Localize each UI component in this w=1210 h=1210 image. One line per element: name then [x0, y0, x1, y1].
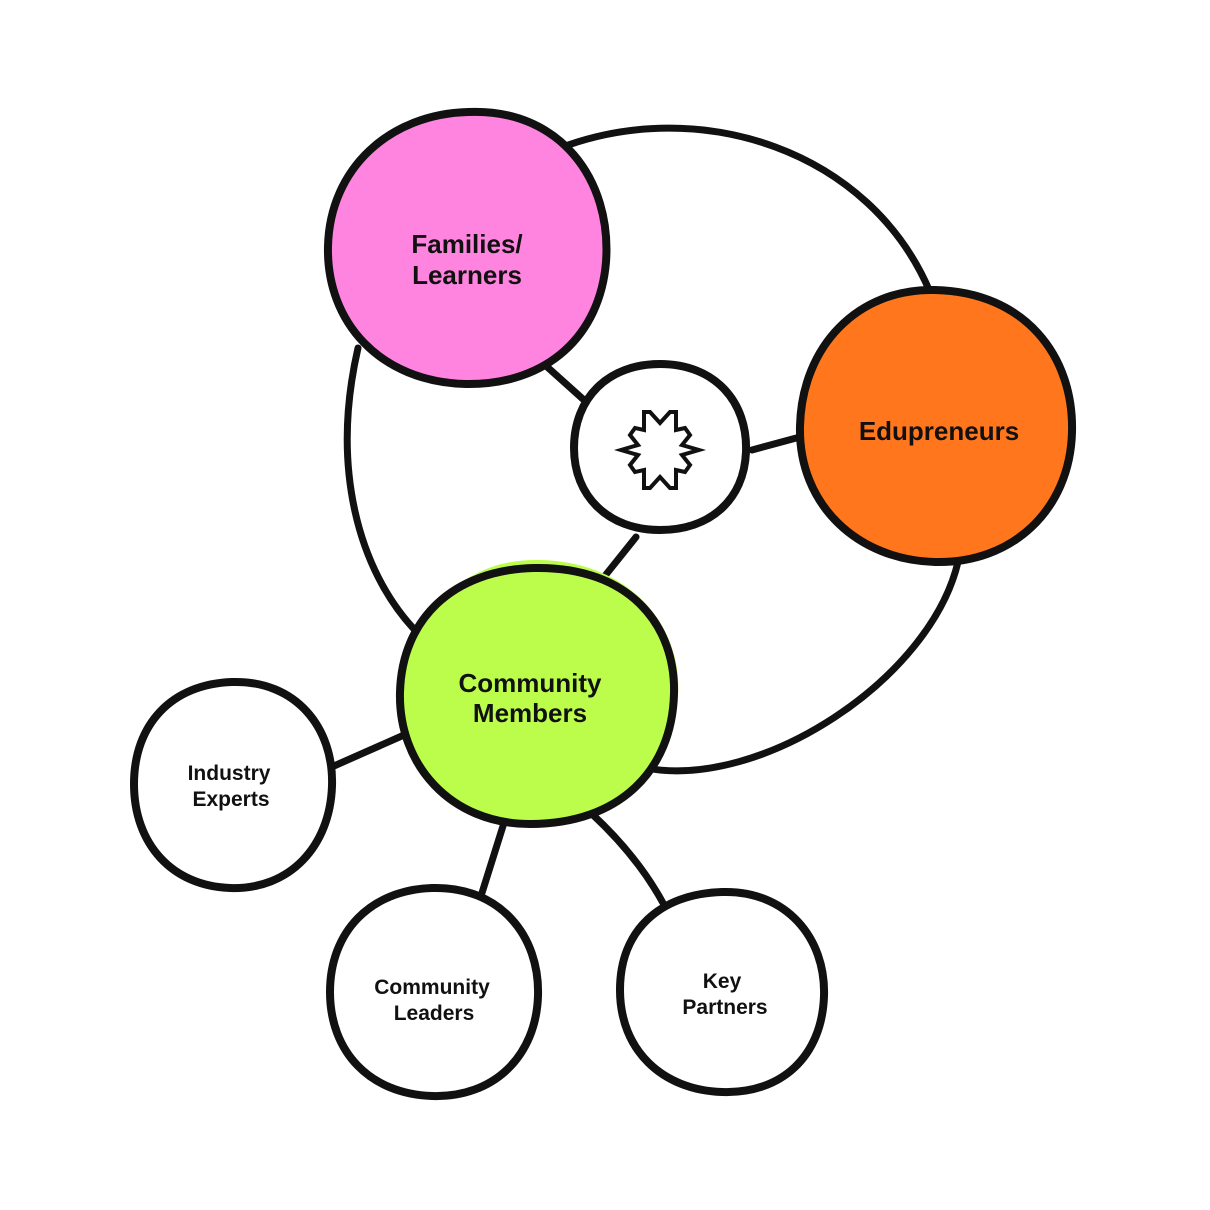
edge-hub-edupreneurs [748, 433, 804, 454]
node-families-learners: Families/ Learners [323, 107, 611, 389]
community-members-label-line2: Members [473, 698, 587, 728]
key-partners-circle [616, 887, 829, 1097]
node-community-leaders: Community Leaders [326, 883, 543, 1101]
industry-experts-circle [130, 677, 337, 893]
node-hub [570, 360, 751, 534]
families-learners-label-line1: Families/ [411, 229, 522, 259]
edge-community-members-key-partners [588, 810, 667, 907]
edupreneurs-label: Edupreneurs [859, 416, 1019, 446]
families-learners-circle [323, 107, 611, 389]
industry-experts-label-line1: Industry [188, 762, 271, 785]
node-key-partners: Key Partners [616, 887, 829, 1097]
node-community-members: Community Members [395, 559, 679, 828]
key-partners-label-line1: Key [703, 970, 742, 993]
star-burst-icon [613, 410, 707, 490]
community-leaders-label-line1: Community [374, 976, 490, 999]
edge-hub-community-members [600, 533, 640, 581]
families-learners-label-line2: Learners [412, 260, 522, 290]
node-edupreneurs: Edupreneurs [795, 285, 1077, 567]
node-industry-experts: Industry Experts [130, 677, 337, 893]
edge-edupreneurs-community-members [642, 558, 962, 775]
industry-experts-label-line2: Experts [192, 788, 269, 811]
edge-families-community-members [343, 344, 417, 632]
edge-families-edupreneurs [556, 124, 934, 296]
edges [330, 124, 962, 907]
edge-community-members-industry-experts [330, 731, 408, 770]
edupreneurs-circle [795, 285, 1077, 567]
edge-families-hub [541, 361, 588, 404]
community-leaders-label-line2: Leaders [394, 1002, 475, 1025]
community-members-label-line1: Community [459, 668, 603, 698]
hub-circle [570, 360, 751, 534]
community-members-circle [395, 563, 679, 828]
community-leaders-circle [326, 883, 543, 1101]
edge-community-members-community-leaders [477, 822, 507, 900]
key-partners-label-line2: Partners [682, 996, 767, 1019]
